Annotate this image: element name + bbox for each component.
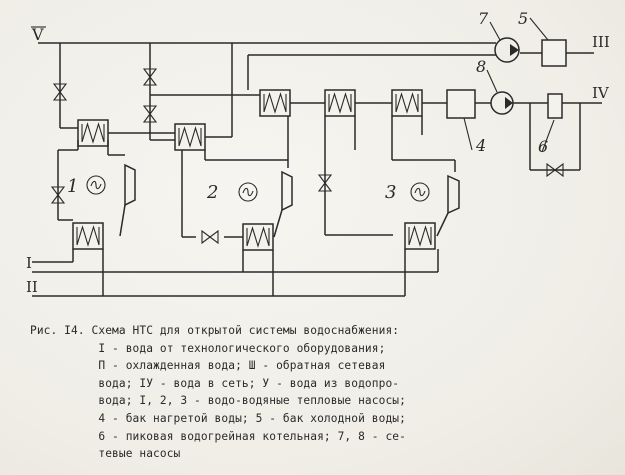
label-item-3: 3: [385, 182, 396, 203]
heat-pump-2: [181, 116, 293, 244]
caption-line: 6 - пиковая водогрейная котельная; 7, 8 …: [30, 429, 406, 443]
network-pump-7: [494, 37, 520, 63]
label-item-5: 5: [518, 9, 528, 28]
motor-icon: [238, 182, 258, 202]
hx-c: [391, 89, 423, 117]
evaporator-hx-2: [242, 223, 274, 251]
peak-boiler-6: [547, 93, 563, 119]
label-stream-v: V: [31, 25, 44, 44]
caption-line: П - охлажденная вода; Ш - обратная сетев…: [30, 359, 386, 373]
stream-ii-line: [32, 249, 406, 297]
label-item-7: 7: [478, 9, 489, 28]
hot-water-tank-4: [446, 89, 476, 119]
upper-connections: [108, 43, 447, 138]
evaporator-hx-3: [404, 222, 436, 250]
label-stream-iii: III: [592, 33, 610, 51]
condenser-hx-2: [174, 123, 206, 151]
label-stream-iv: IV: [592, 84, 610, 102]
hx-a: [259, 89, 291, 117]
heat-pump-3: [318, 116, 460, 237]
label-item-2: 2: [206, 182, 218, 203]
label-stream-ii: II: [26, 278, 38, 296]
heat-pump-station-schematic: V III IV I II 1 2 3 4 5 6 7 8: [26, 9, 610, 297]
condenser-hx-1: [77, 119, 109, 147]
caption-line: Рис. I4. Схема НТС для открытой системы …: [30, 324, 400, 337]
caption-line: вода; I, 2, 3 - водо-водяные тепловые на…: [30, 394, 406, 408]
boiler-bypass: [529, 103, 581, 177]
hx-b: [324, 89, 356, 117]
valve-icon: [201, 230, 219, 244]
label-item-6: 6: [538, 137, 548, 156]
stream-i-line: [32, 249, 439, 273]
label-item-1: 1: [67, 176, 78, 197]
leader-7: [489, 21, 501, 41]
evaporator-hx-1: [72, 222, 104, 250]
heat-pump-1: [51, 140, 136, 237]
figure-caption: Рис. I4. Схема НТС для открытой системы …: [30, 322, 620, 463]
label-stream-i: I: [26, 254, 32, 272]
cold-water-tank-5: [541, 39, 567, 67]
label-item-8: 8: [476, 57, 486, 76]
motor-icon: [86, 175, 106, 195]
caption-line: тевые насосы: [30, 447, 181, 461]
leader-5: [529, 17, 549, 41]
stream-iii-line: [247, 52, 594, 90]
leader-6: [541, 119, 555, 153]
network-pump-8: [490, 91, 514, 115]
caption-line: вода; IУ - вода в сеть; У - вода из водо…: [30, 376, 400, 390]
label-item-4: 4: [475, 136, 486, 155]
left-bypass-line: [53, 43, 78, 129]
leader-4: [463, 117, 473, 151]
caption-line: I - вода от технологического оборудовани…: [30, 341, 386, 355]
leader-8: [486, 69, 498, 93]
motor-icon: [410, 182, 430, 202]
caption-line: 4 - бак нагретой воды; 5 - бак холодной …: [30, 411, 406, 425]
double-valve-line: [143, 43, 270, 141]
